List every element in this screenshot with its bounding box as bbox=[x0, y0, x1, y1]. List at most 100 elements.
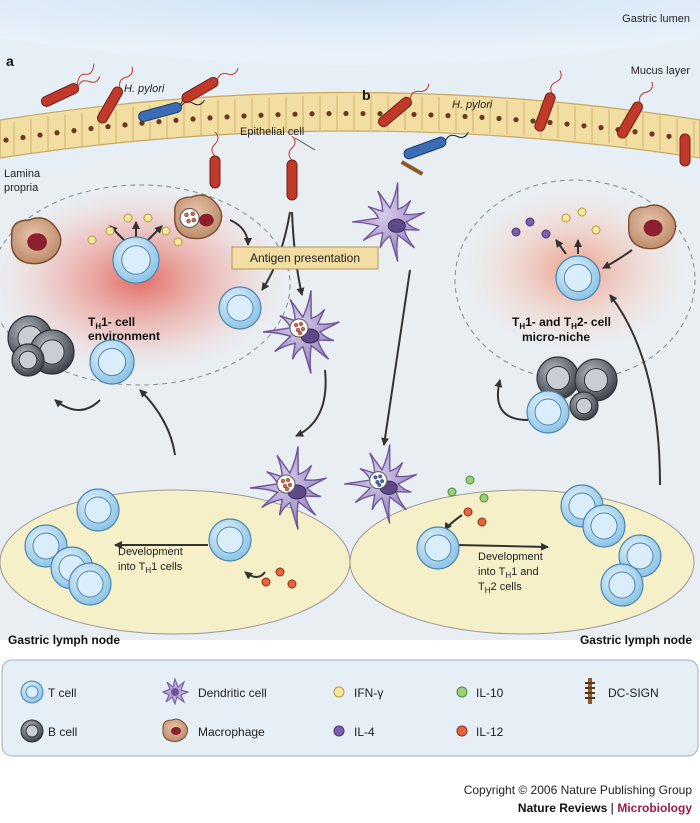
epithelial-nucleus bbox=[445, 113, 451, 119]
epithelial-nucleus bbox=[360, 110, 366, 117]
h-pylori-label-b: H. pylori bbox=[452, 99, 493, 111]
legend-il-12: IL-12 bbox=[476, 725, 504, 739]
epithelial-nucleus bbox=[292, 111, 298, 117]
cytokine-cluster-b bbox=[511, 207, 601, 239]
legend-il-4: IL-4 bbox=[354, 725, 375, 739]
gastric-lumen-region bbox=[0, 0, 700, 65]
epithelial-nucleus bbox=[258, 112, 264, 118]
epithelial-nucleus bbox=[224, 114, 230, 120]
t-cell bbox=[526, 390, 570, 434]
t-cell bbox=[76, 488, 120, 532]
t-cell bbox=[600, 563, 644, 607]
th1-env-h: H bbox=[95, 322, 101, 331]
niche-end: 2- cell bbox=[577, 315, 611, 329]
niche-h1: H bbox=[519, 322, 525, 331]
epithelial-nucleus bbox=[564, 121, 570, 127]
macrophage-icon bbox=[162, 718, 188, 742]
epithelial-nucleus bbox=[411, 111, 417, 118]
legend-dendritic-cell: Dendritic cell bbox=[198, 686, 267, 700]
epithelial-nucleus bbox=[343, 110, 349, 117]
t-cell bbox=[582, 504, 626, 548]
b-cell bbox=[569, 391, 599, 421]
dev-a-line1: Development bbox=[118, 546, 183, 558]
svg-text:into TH1 and: into TH1 and bbox=[478, 566, 539, 580]
dendritic-cell bbox=[262, 290, 340, 374]
epithelial-nucleus bbox=[275, 112, 281, 118]
journal-name: Nature Reviews bbox=[518, 801, 608, 815]
epithelial-nucleus bbox=[241, 113, 247, 119]
th1-env-rest: 1- cell bbox=[101, 315, 135, 329]
epithelial-nucleus bbox=[37, 132, 43, 138]
dc-sign-receptor bbox=[400, 160, 424, 176]
epithelial-nucleus bbox=[649, 131, 655, 137]
macrophage bbox=[10, 217, 62, 265]
epithelial-nucleus bbox=[428, 112, 434, 118]
dendritic-cell bbox=[249, 446, 327, 530]
niche-mid: 1- and T bbox=[525, 315, 572, 329]
t-cell bbox=[208, 518, 252, 562]
dev-b-h1: H bbox=[505, 571, 511, 580]
t-cell bbox=[555, 255, 601, 301]
dendritic-cell-icon bbox=[161, 677, 190, 706]
ifn-gamma-cluster-a bbox=[87, 213, 183, 247]
dev-b-pre: into T bbox=[478, 566, 506, 578]
dev-b-post2: 2 cells bbox=[491, 581, 523, 593]
epithelial-nucleus bbox=[632, 129, 638, 135]
ifn-gamma-dot-icon bbox=[333, 686, 345, 698]
epithelial-nucleus bbox=[190, 116, 196, 122]
antigen-presentation-box bbox=[231, 246, 379, 270]
t-cell bbox=[68, 562, 112, 606]
legend-ifn-gamma: IFN-γ bbox=[354, 686, 383, 700]
epithelial-nucleus bbox=[598, 125, 604, 131]
dendritic-cell bbox=[343, 444, 418, 524]
epithelial-nucleus bbox=[479, 114, 485, 121]
svg-text:TH1- cell: TH1- cell bbox=[88, 315, 135, 331]
cytokine-cluster-node-b bbox=[447, 475, 489, 527]
dev-b-line1: Development bbox=[478, 551, 543, 563]
b-cell bbox=[574, 358, 618, 402]
panel-a-label: a bbox=[6, 53, 14, 69]
t-cell bbox=[112, 236, 160, 284]
epithelial-nucleus bbox=[496, 115, 502, 122]
legend-il-10: IL-10 bbox=[476, 686, 504, 700]
dev-b-t: T bbox=[478, 581, 485, 593]
epithelial-cell-label: Epithelial cell bbox=[240, 126, 304, 138]
svg-text:TH2 cells: TH2 cells bbox=[478, 581, 522, 595]
gastric-lymph-node-label-b: Gastric lymph node bbox=[580, 633, 692, 647]
development-label-a: Development into TH1 cells bbox=[118, 546, 183, 575]
t-cell bbox=[218, 286, 262, 330]
legend-box bbox=[1, 659, 699, 757]
epithelial-nucleus bbox=[326, 110, 332, 117]
macrophage bbox=[627, 204, 677, 250]
epithelial-nucleus bbox=[462, 113, 468, 120]
lamina-propria-label-1: Lamina bbox=[4, 168, 41, 180]
b-cell bbox=[536, 356, 580, 400]
epithelial-nucleus bbox=[54, 130, 60, 136]
mucus-layer-label: Mucus layer bbox=[631, 65, 691, 77]
development-label-b: Development into TH1 and TH2 cells bbox=[478, 551, 543, 595]
il-12-cluster-node-a bbox=[261, 567, 297, 589]
svg-text:TH1- and TH2- cell: TH1- and TH2- cell bbox=[512, 315, 611, 331]
dev-a-post: 1 cells bbox=[151, 561, 183, 573]
il-12-dot-icon bbox=[456, 725, 468, 737]
epithelial-nucleus bbox=[71, 128, 77, 134]
epithelial-nucleus bbox=[139, 120, 145, 126]
svg-text:into TH1 cells: into TH1 cells bbox=[118, 561, 183, 575]
il-4-dot-icon bbox=[333, 725, 345, 737]
dc-sign-icon bbox=[585, 678, 595, 704]
t-cell bbox=[416, 526, 460, 570]
epithelial-nucleus bbox=[173, 117, 179, 123]
epithelial-nucleus bbox=[207, 115, 213, 121]
flow-arrows bbox=[54, 211, 661, 580]
t-cell bbox=[89, 339, 135, 385]
epithelial-cell-pointer bbox=[294, 137, 316, 151]
cell-layer bbox=[7, 160, 677, 607]
antigen-presentation-label: Antigen presentation bbox=[250, 251, 360, 265]
macrophage bbox=[173, 194, 223, 240]
b-cell-icon-nucleus bbox=[25, 724, 39, 738]
legend: T cell Dendritic cell IFN-γ IL-10 DC-SIG… bbox=[1, 659, 699, 757]
niche-h2: H bbox=[571, 322, 577, 331]
h-pylori-bacteria bbox=[40, 63, 691, 201]
h-pylori-label-a: H. pylori bbox=[124, 83, 165, 95]
gastric-lumen-label: Gastric lumen bbox=[622, 13, 690, 25]
